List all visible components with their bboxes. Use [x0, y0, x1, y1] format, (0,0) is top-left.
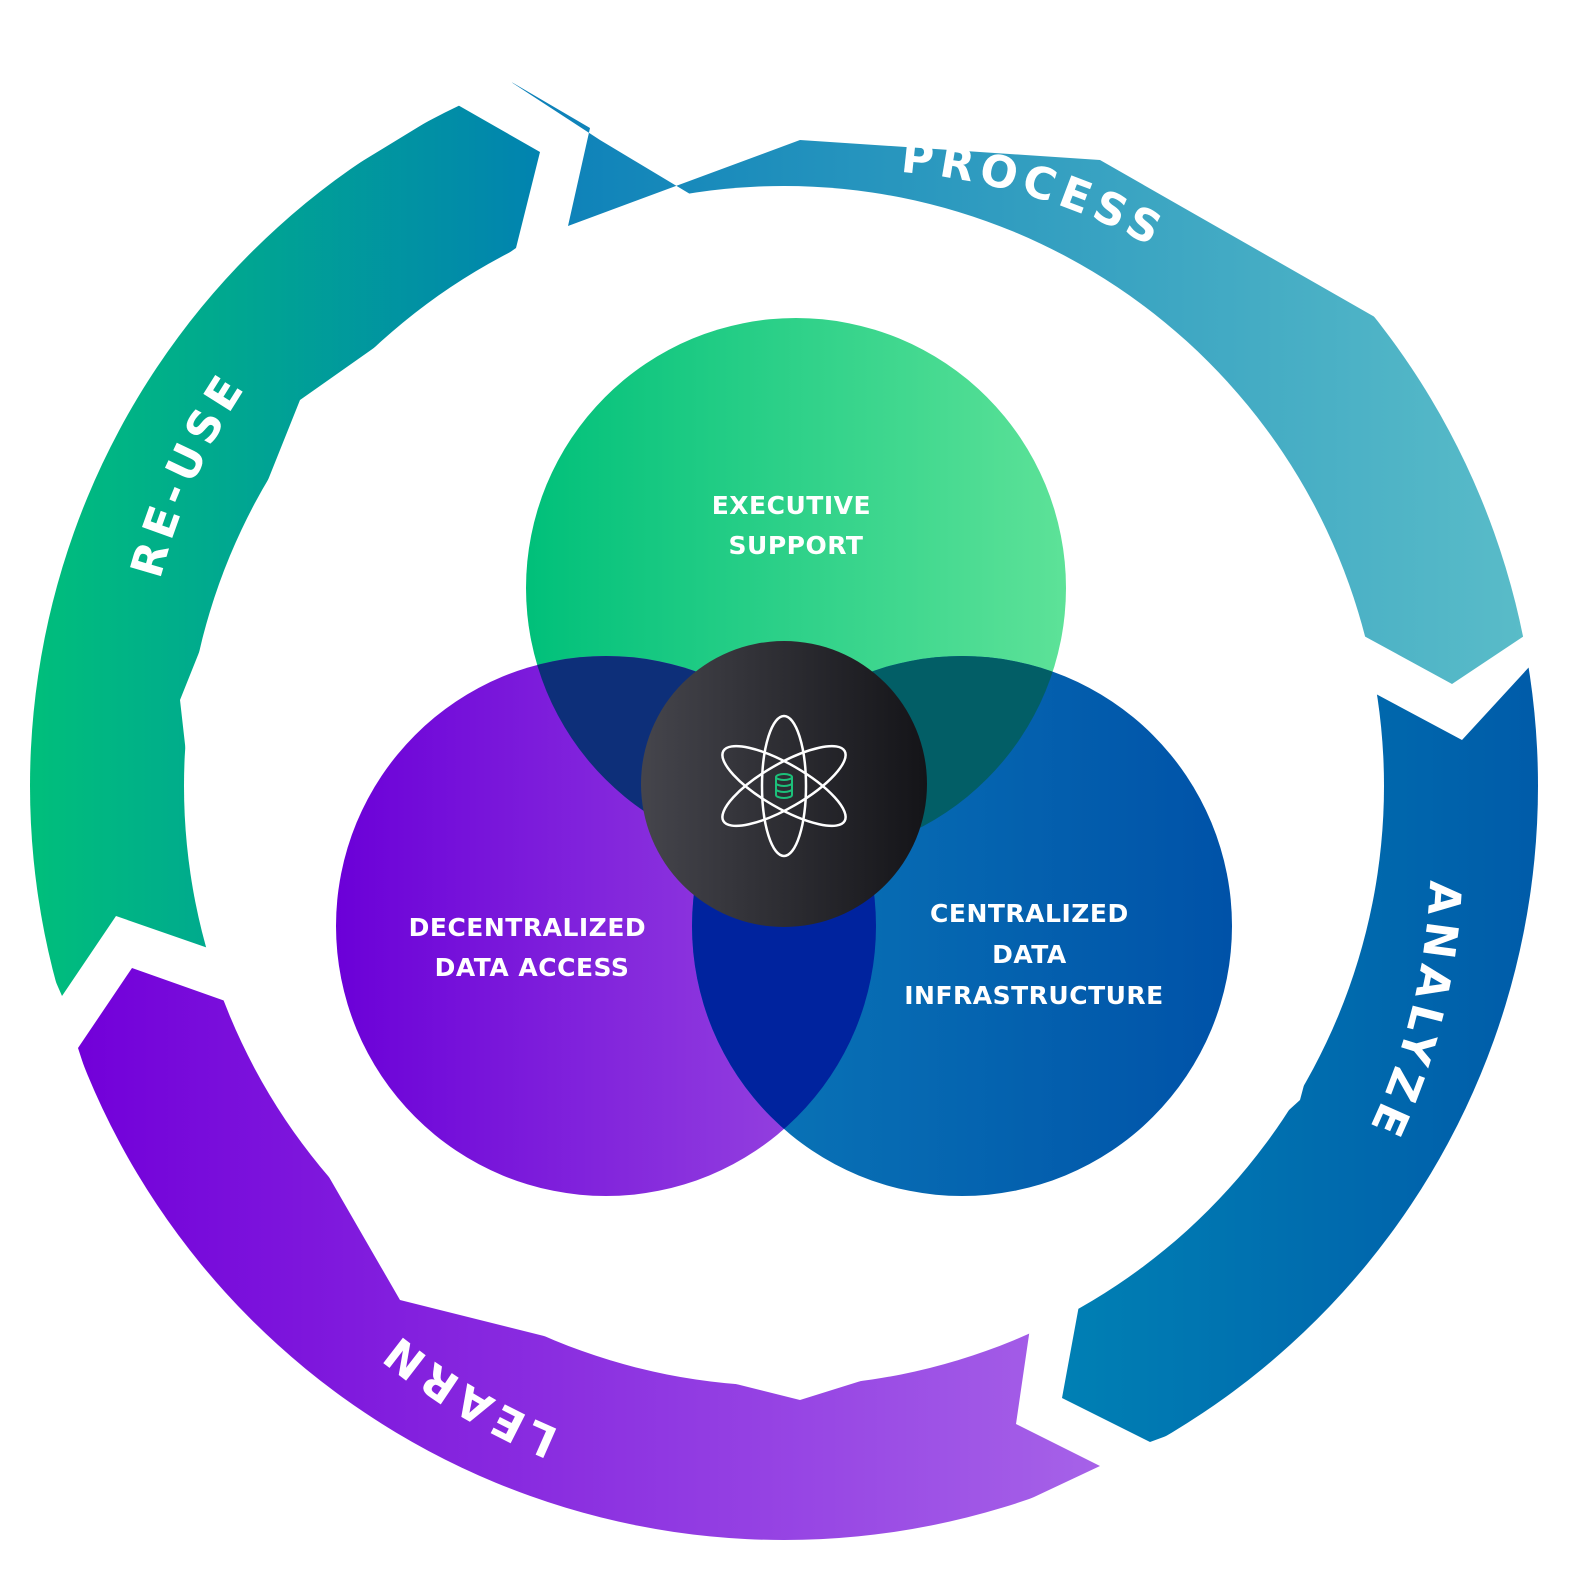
cycle-arrow-analyze [1062, 666, 1580, 1442]
database-icon [775, 773, 793, 799]
cycle-arrow-learn [78, 968, 1100, 1560]
atom-database-icon [721, 714, 847, 858]
cycle-arrow-process [508, 80, 1560, 684]
cycle-arrow-reuse [20, 104, 540, 996]
venn-label-centralized-data-infrastructure: CENTRALIZED DATA INFRASTRUCTURE [904, 899, 1164, 1010]
venn-label-decentralized-data-access: DECENTRALIZED DATA ACCESS [409, 913, 656, 982]
venn-diagram: EXECUTIVE SUPPORT DECENTRALIZED DATA ACC… [336, 318, 1232, 1196]
venn-label-executive-support: EXECUTIVE SUPPORT [712, 491, 881, 560]
center-hub [641, 641, 927, 927]
cycle-ring [20, 80, 1580, 1560]
